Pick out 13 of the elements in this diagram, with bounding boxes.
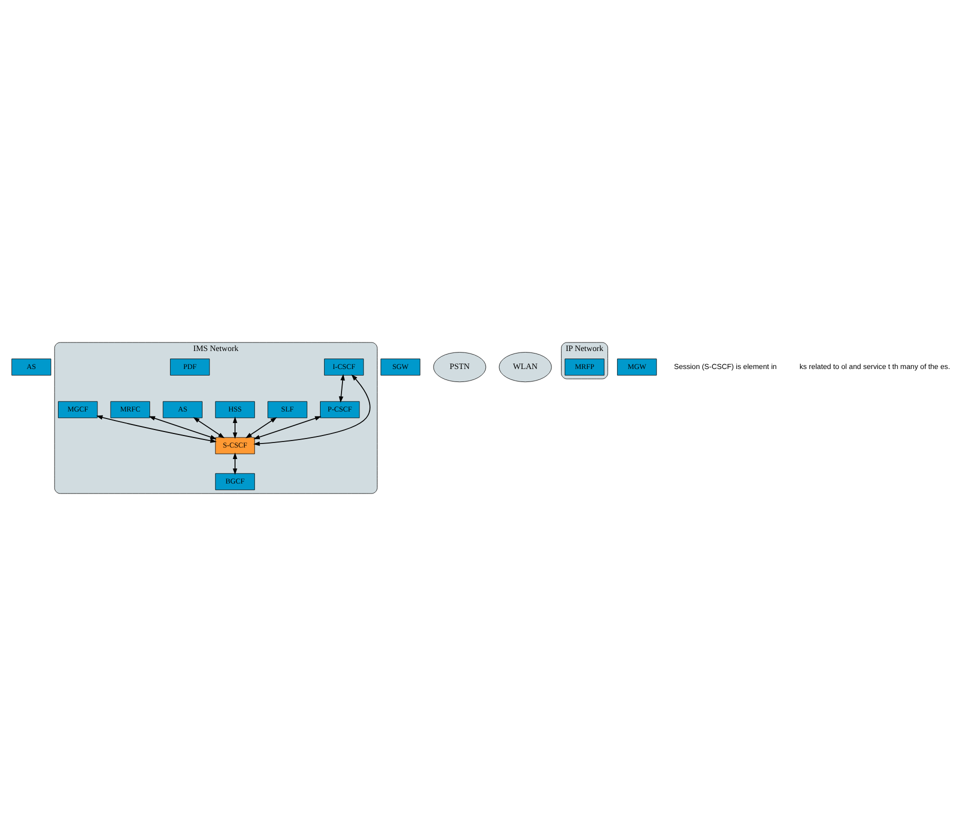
label: Session (S-CSCF) is element in	[674, 362, 777, 371]
arrow	[232, 416, 238, 439]
label: ks related to ol and service t th many of the es.	[800, 362, 950, 371]
arrow	[193, 417, 225, 438]
arrow	[253, 374, 370, 446]
node-ellipse: WLAN	[498, 352, 552, 382]
arrow	[338, 374, 345, 403]
arrow	[96, 415, 217, 443]
arrow	[148, 416, 217, 440]
arrow	[245, 417, 277, 438]
arrow	[232, 452, 238, 475]
node-ellipse: PSTN	[433, 352, 486, 382]
arrow	[253, 416, 322, 440]
